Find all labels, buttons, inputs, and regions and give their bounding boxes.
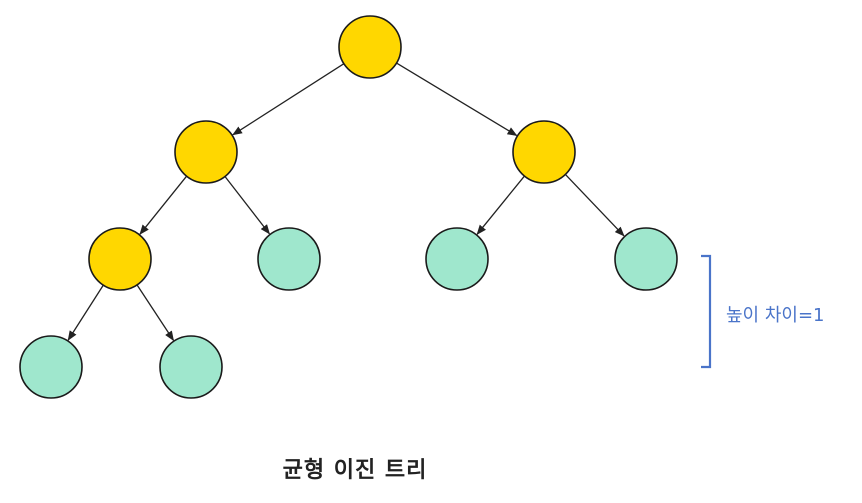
height-difference-label: 높이 차이=1 xyxy=(726,305,825,326)
edge-r-rl xyxy=(476,175,525,235)
edge-root-l xyxy=(232,63,345,136)
diagram-caption: 균형 이진 트리 xyxy=(282,458,428,483)
edge-l-lr xyxy=(224,176,270,235)
edge-l-ll xyxy=(139,175,188,235)
nodes-layer xyxy=(19,15,678,399)
tree-node-ll xyxy=(88,227,152,291)
tree-node-lll xyxy=(19,335,83,399)
height-difference-bracket xyxy=(701,254,712,369)
edge-r-rr xyxy=(564,173,625,237)
tree-node-rl xyxy=(425,227,489,291)
edge-root-r xyxy=(396,62,518,137)
edge-ll-llr xyxy=(136,284,174,342)
edge-ll-lll xyxy=(67,284,104,341)
tree-node-r xyxy=(512,120,576,184)
tree-node-root xyxy=(338,15,402,79)
tree-node-rr xyxy=(614,227,678,291)
tree-node-l xyxy=(174,120,238,184)
edges-layer xyxy=(67,62,625,342)
tree-node-llr xyxy=(159,335,223,399)
tree-node-lr xyxy=(257,227,321,291)
